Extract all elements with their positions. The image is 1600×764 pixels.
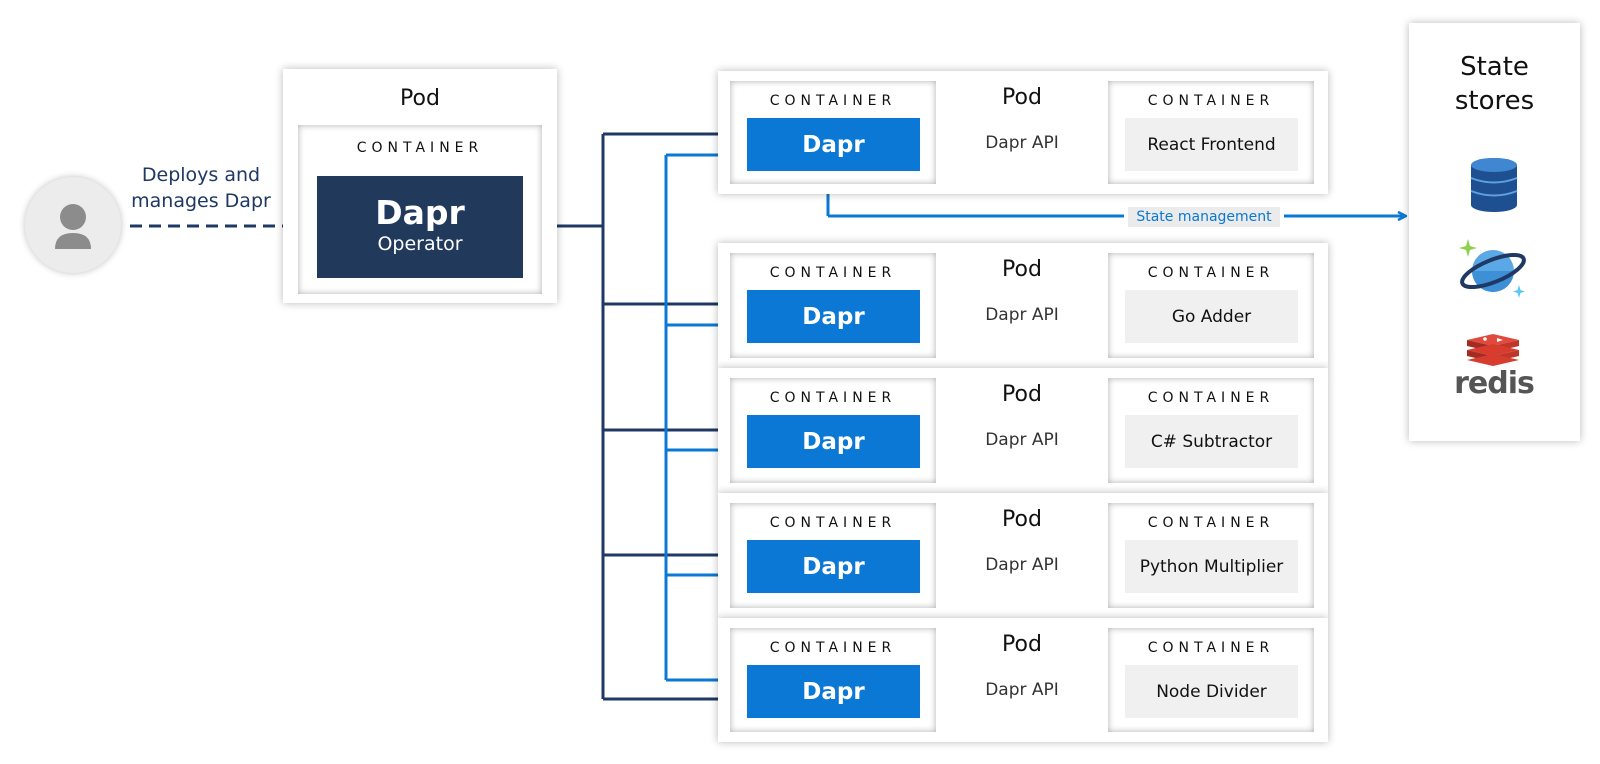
dapr-container-label: CONTAINER [769,515,897,531]
app-label: Node Divider [1125,665,1298,718]
database-cylinder-icon [1470,158,1518,212]
state-stores-title: State stores [1409,50,1580,118]
redis-wordmark: redis [1454,366,1535,401]
user-avatar [25,177,121,273]
state-management-label: State management [1128,207,1280,227]
dapr-sidecar: Dapr [747,290,920,343]
dapr-api-label: Dapr API [985,430,1059,450]
operator-navy-lines [522,134,737,699]
state-stores-title-line2: stores [1454,86,1535,116]
dapr-api-label: Dapr API [985,680,1059,700]
dapr-api-label: Dapr API [985,555,1059,575]
operator-pod-label: Pod [400,86,440,111]
pod-label: Pod [1002,382,1042,407]
state-stores-title-line1: State [1460,52,1529,82]
pod-label: Pod [1002,507,1042,532]
dapr-sidecar: Dapr [747,540,920,593]
dapr-container-label: CONTAINER [769,93,897,109]
app-label: C# Subtractor [1125,415,1298,468]
dapr-operator-box: Dapr Operator [317,176,523,278]
app-label: React Frontend [1125,118,1298,171]
dapr-sidecar: Dapr [747,415,920,468]
dapr-container-label: CONTAINER [769,390,897,406]
user-caption-line2: manages Dapr [131,190,271,212]
user-caption-line1: Deploys and [141,164,261,186]
app-container-label: CONTAINER [1147,515,1275,531]
app-label: Go Adder [1125,290,1298,343]
app-container-label: CONTAINER [1147,93,1275,109]
person-icon [55,204,91,249]
dapr-sidecar: Dapr [747,118,920,171]
cosmos-planet-icon [1459,239,1526,298]
state-stores-panel [1409,23,1580,441]
user-caption: Deploys and manages Dapr [124,162,278,214]
app-container-label: CONTAINER [1147,640,1275,656]
dapr-container-label: CONTAINER [769,640,897,656]
operator-container-label: CONTAINER [356,140,484,156]
dapr-api-label: Dapr API [985,133,1059,153]
redis-cubes-icon [1467,334,1519,366]
pod-label: Pod [1002,632,1042,657]
app-container-label: CONTAINER [1147,390,1275,406]
dapr-operator-title: Dapr [375,193,465,232]
dapr-container-label: CONTAINER [769,265,897,281]
dapr-operator-subtitle: Operator [377,233,463,255]
app-label: Python Multiplier [1125,540,1298,593]
pod-label: Pod [1002,85,1042,110]
dapr-api-label: Dapr API [985,305,1059,325]
app-container-label: CONTAINER [1147,265,1275,281]
dapr-sidecar: Dapr [747,665,920,718]
pod-label: Pod [1002,257,1042,282]
